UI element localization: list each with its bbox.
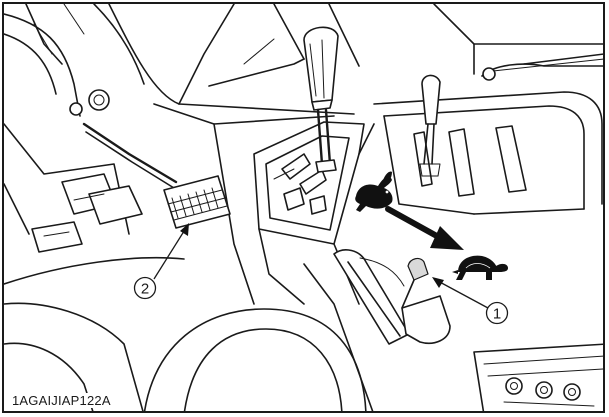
callout-2: 2 xyxy=(133,223,189,300)
figure-frame: 1 2 1AGAIJIAP122A xyxy=(2,2,605,413)
cab-background xyxy=(4,4,603,215)
gear-shift-lever xyxy=(303,26,339,173)
seat-and-floor xyxy=(4,263,603,411)
center-console xyxy=(253,121,375,305)
tractor-cab-illustration: 1 2 xyxy=(4,4,603,411)
rabbit-icon xyxy=(355,171,393,212)
floor-pedals xyxy=(4,103,335,305)
callout-1: 1 xyxy=(432,277,509,325)
callout-2-label: 2 xyxy=(141,281,149,298)
callout-1-label: 1 xyxy=(493,306,501,323)
hand-throttle-lever xyxy=(333,249,451,345)
speed-direction-arrow xyxy=(385,206,464,250)
brake-pedal xyxy=(82,122,231,229)
turtle-icon xyxy=(452,255,508,280)
figure-code: 1AGAIJIAP122A xyxy=(10,393,113,408)
pedal-tread xyxy=(167,187,228,221)
